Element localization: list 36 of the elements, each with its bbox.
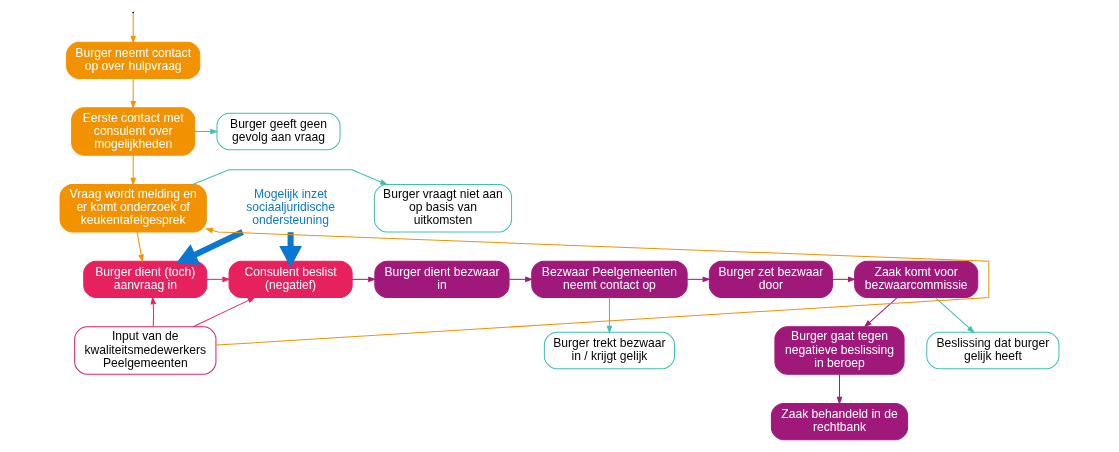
arrow xyxy=(194,128,219,135)
node-box: Burger vraagt niet aan op basis van uitkomsten xyxy=(373,184,513,233)
arrow xyxy=(351,276,377,283)
node-box: Vraag wordt melding en er komt onderzoek of keukentafelgesprek xyxy=(59,184,207,233)
arrow xyxy=(130,12,137,44)
node-box: Burger dient (toch) aanvraag in xyxy=(83,260,208,298)
arrow xyxy=(192,296,256,328)
node-box: Burger gaat tegen negatieve beslissing in beroep xyxy=(774,326,905,375)
node-box: Consulent beslist (negatief) xyxy=(228,260,353,298)
arrow xyxy=(205,227,990,346)
arrow xyxy=(130,154,137,186)
node-box: Bezwaar Peelgemeenten neemt contact op xyxy=(531,260,688,298)
arrow xyxy=(508,276,534,283)
node-box: Beslissing dat burger gelijk heeft xyxy=(926,331,1060,370)
node-box: Burger dient bezwaar in xyxy=(374,260,510,298)
node-box: Zaak behandeld in de rechtbank xyxy=(770,402,909,441)
arrow xyxy=(686,276,711,283)
arrow xyxy=(150,296,157,328)
arrow xyxy=(863,297,898,328)
arrow xyxy=(136,231,144,263)
node-box: Burger neemt contact op over hulpvraag xyxy=(66,41,201,80)
node-box: Burger zet bezwaar door xyxy=(708,260,833,298)
arrow xyxy=(935,297,975,334)
arrow xyxy=(836,374,843,405)
arrow xyxy=(206,276,231,283)
node-box: Input van de kwaliteitsmedewerkers Peelgemeenten xyxy=(74,326,217,375)
arrow xyxy=(175,229,244,265)
node-box: Zaak komt voor bezwaarcommissie xyxy=(854,260,979,298)
node-box: Burger trekt bezwaar in / krijgt gelijk xyxy=(543,331,676,370)
node-box: Eerste contact met consulent over mogelijkheden xyxy=(71,107,196,156)
arrow xyxy=(832,276,857,283)
arrow xyxy=(606,297,613,334)
arrow xyxy=(130,78,137,110)
node-text: Mogelijk inzet sociaaljuridische ondersteuning xyxy=(246,187,335,228)
node-box: Burger geeft geen gevolg aan vraag xyxy=(216,112,341,151)
arrow xyxy=(192,169,389,186)
